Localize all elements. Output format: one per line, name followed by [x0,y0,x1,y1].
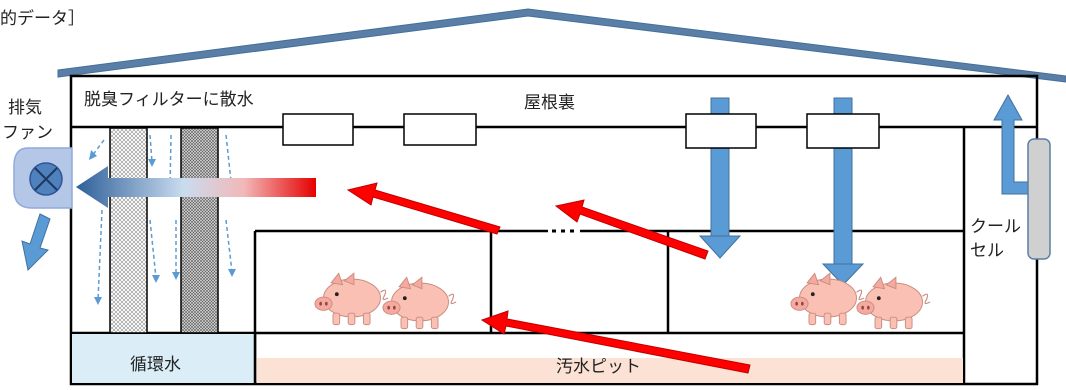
wastewater-pit-label: 汚水ピット [556,357,641,377]
partial-title: 的データ］ [0,8,85,29]
deodorizing-filter [180,127,219,334]
ceiling-duct [403,113,477,146]
cool-cell-airflow-arrow [993,93,1031,195]
circulating-water-label: 循環水 [130,355,181,375]
roof [57,8,1066,83]
deodorizing-filter [109,127,148,334]
cool-cell-label-2: セル [970,241,1004,261]
exhaust-red-arrow [346,182,751,374]
exhaust-airflow-arrow [76,166,316,208]
ceiling-duct [806,113,880,149]
circulating-water-tank [72,334,254,383]
exhaust-fan-label-1: 排気 [8,98,42,118]
filter-spray-label: 脱臭フィルターに散水 [84,90,254,110]
attic-label: 屋根裏 [524,92,575,113]
pig-icon [314,272,457,330]
cool-cell-pad [1027,138,1051,260]
ceiling-duct [282,113,354,146]
pig-icon [790,272,931,330]
exhaust-fan-label-2: ファン [2,123,53,143]
ceiling-duct [685,113,757,149]
cool-cell-label-1: クール [970,217,1021,237]
fan-icon [13,147,73,209]
exhaust-outlet-arrow [21,213,51,272]
wastewater-pit [257,358,963,383]
